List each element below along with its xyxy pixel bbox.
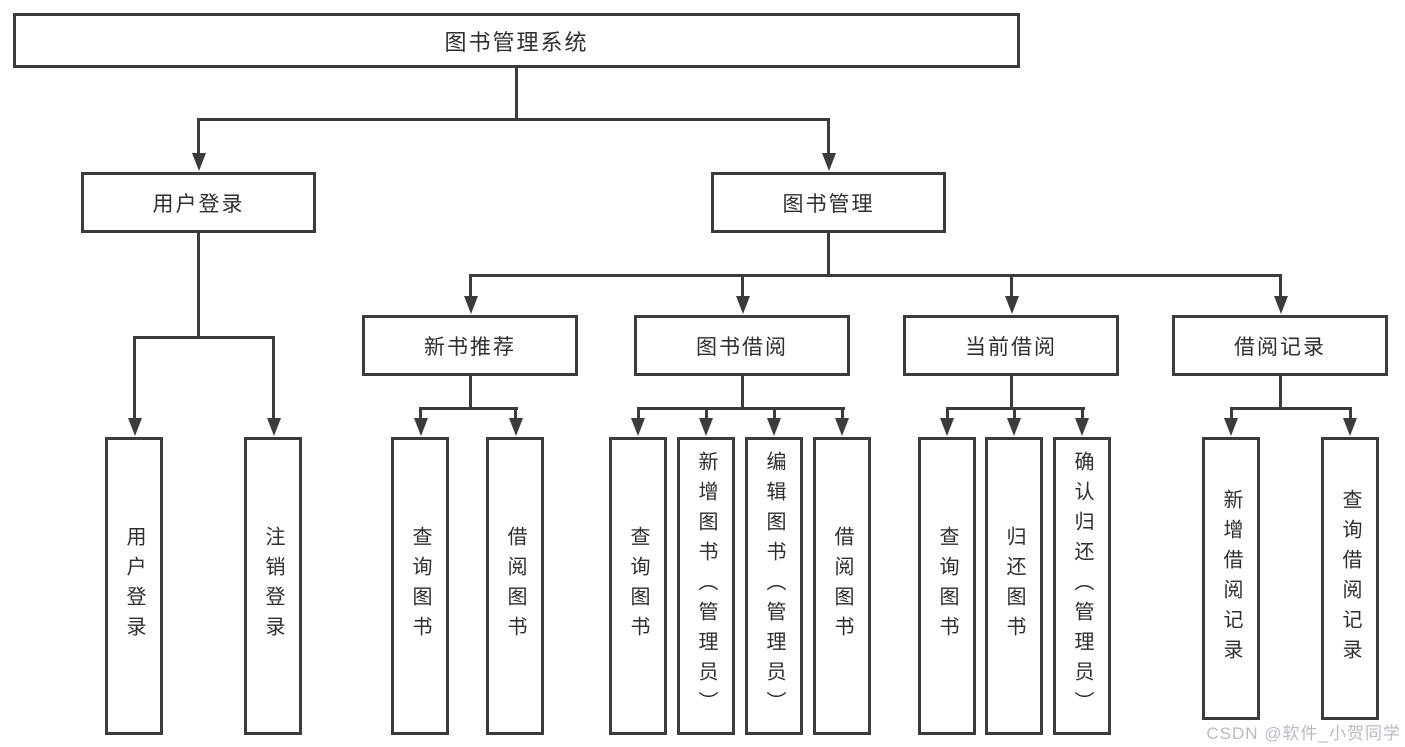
- node-label: 用户登录: [152, 192, 245, 216]
- connector-line: [946, 407, 949, 421]
- connector-line: [773, 407, 776, 421]
- connector-line: [197, 118, 200, 156]
- arrow-down-icon: [464, 296, 478, 314]
- leaf-label: 注销登录: [262, 526, 284, 646]
- arrow-down-icon: [414, 418, 428, 436]
- arrow-down-icon: [267, 418, 281, 436]
- leaf-query-books: 查询图书: [918, 437, 976, 735]
- connector-line: [1081, 407, 1084, 421]
- connector-line: [197, 118, 830, 121]
- arrow-down-icon: [631, 418, 645, 436]
- arrow-down-icon: [835, 418, 849, 436]
- arrow-down-icon: [192, 153, 206, 171]
- node-label: 图书借阅: [696, 335, 788, 359]
- connector-line: [741, 376, 744, 410]
- arrow-down-icon: [509, 418, 523, 436]
- connector-line: [1230, 407, 1352, 410]
- connector-line: [827, 118, 830, 156]
- connector-line: [514, 407, 517, 421]
- connector-line: [637, 407, 640, 421]
- node-new-book-recommend: 新书推荐: [362, 315, 578, 376]
- connector-line: [1230, 407, 1233, 421]
- connector-line: [469, 274, 1282, 277]
- leaf-add-borrow-record: 新增借阅记录: [1202, 437, 1260, 720]
- arrow-down-icon: [1343, 418, 1357, 436]
- leaf-label: 查询图书: [936, 526, 958, 646]
- arrow-down-icon: [1005, 296, 1019, 314]
- arrow-down-icon: [1075, 418, 1089, 436]
- connector-line: [419, 407, 518, 410]
- connector-line: [705, 407, 708, 421]
- node-current-borrow: 当前借阅: [903, 315, 1119, 376]
- connector-line: [197, 233, 200, 337]
- leaf-label: 新增图书（管理员）: [695, 451, 717, 721]
- connector-line: [469, 274, 472, 300]
- connector-line: [1349, 407, 1352, 421]
- connector-line: [272, 336, 275, 420]
- connector-line: [841, 407, 844, 421]
- leaf-label: 归还图书: [1003, 526, 1025, 646]
- arrow-down-icon: [699, 418, 713, 436]
- connector-line: [419, 407, 422, 421]
- leaf-query-books: 查询图书: [609, 437, 667, 735]
- leaf-logout: 注销登录: [244, 437, 302, 735]
- leaf-borrow-books: 借阅图书: [813, 437, 871, 735]
- node-borrow-records: 借阅记录: [1172, 315, 1388, 376]
- leaf-edit-book-admin: 编辑图书（管理员）: [745, 437, 803, 735]
- arrow-down-icon: [128, 418, 142, 436]
- arrow-down-icon: [822, 153, 836, 171]
- leaf-label: 借阅图书: [831, 526, 853, 646]
- connector-line: [133, 336, 136, 420]
- arrow-down-icon: [940, 418, 954, 436]
- node-label: 图书管理系统: [444, 29, 589, 55]
- leaf-user-login: 用户登录: [105, 437, 163, 735]
- leaf-confirm-return-admin: 确认归还（管理员）: [1053, 437, 1111, 735]
- leaf-add-book-admin: 新增图书（管理员）: [677, 437, 735, 735]
- leaf-query-borrow-record: 查询借阅记录: [1321, 437, 1379, 720]
- leaf-label: 用户登录: [123, 526, 145, 646]
- connector-line: [637, 407, 845, 410]
- connector-line: [1013, 407, 1016, 421]
- node-label: 借阅记录: [1234, 335, 1326, 359]
- connector-line: [741, 274, 744, 300]
- node-book-management: 图书管理: [711, 172, 946, 233]
- leaf-label: 查询图书: [409, 526, 431, 646]
- connector-line: [133, 336, 275, 339]
- connector-line: [515, 68, 518, 118]
- node-label: 当前借阅: [965, 335, 1057, 359]
- arrow-down-icon: [1007, 418, 1021, 436]
- connector-line: [1010, 376, 1013, 410]
- arrow-down-icon: [1224, 418, 1238, 436]
- connector-line: [1010, 274, 1013, 300]
- connector-line: [1279, 274, 1282, 300]
- node-user-login: 用户登录: [81, 172, 316, 233]
- node-label: 图书管理: [782, 192, 875, 216]
- leaf-label: 借阅图书: [504, 526, 526, 646]
- node-library-system-root: 图书管理系统: [13, 13, 1020, 68]
- leaf-query-books: 查询图书: [391, 437, 449, 735]
- watermark: CSDN @软件_小贺同学: [1206, 724, 1401, 743]
- leaf-label: 查询图书: [627, 526, 649, 646]
- leaf-label: 新增借阅记录: [1220, 488, 1242, 669]
- leaf-label: 编辑图书（管理员）: [763, 451, 785, 721]
- connector-line: [1279, 376, 1282, 410]
- arrow-down-icon: [1274, 296, 1288, 314]
- node-book-borrow: 图书借阅: [634, 315, 850, 376]
- leaf-return-book: 归还图书: [985, 437, 1043, 735]
- connector-line: [827, 233, 830, 277]
- connector-line: [469, 376, 472, 410]
- leaf-label: 查询借阅记录: [1339, 488, 1361, 669]
- arrow-down-icon: [736, 296, 750, 314]
- node-label: 新书推荐: [424, 335, 516, 359]
- leaf-borrow-books: 借阅图书: [486, 437, 544, 735]
- arrow-down-icon: [767, 418, 781, 436]
- leaf-label: 确认归还（管理员）: [1071, 451, 1093, 721]
